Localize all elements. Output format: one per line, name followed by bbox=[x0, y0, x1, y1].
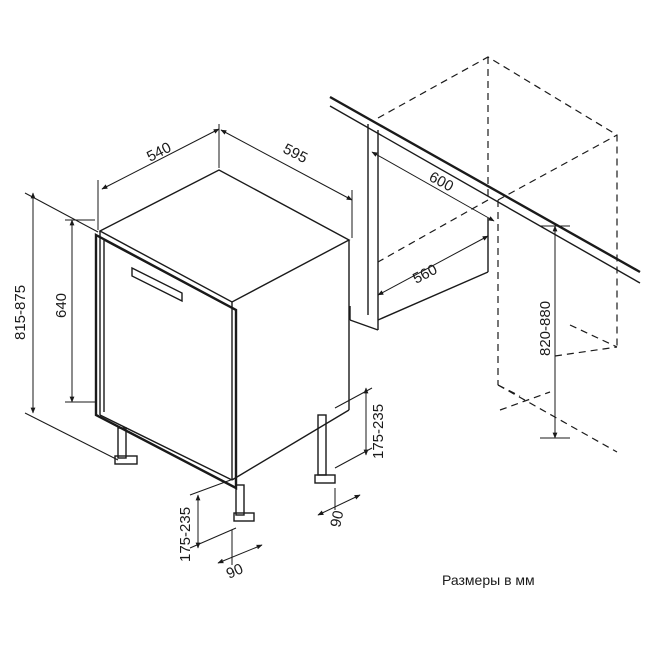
label-plinth-depth-right: 90 bbox=[327, 509, 347, 529]
dim-line-plinth-depth-left bbox=[217, 544, 263, 564]
door-handle bbox=[131, 266, 183, 303]
cabinet-side-panel bbox=[349, 124, 489, 331]
label-595: 595 bbox=[280, 140, 310, 167]
niche-outline-dashed bbox=[377, 56, 618, 453]
label-plinth-height-left: 175-235 bbox=[177, 507, 194, 562]
label-640: 640 bbox=[53, 293, 70, 318]
label-820-880: 820-880 bbox=[537, 301, 554, 356]
adjustable-feet bbox=[114, 414, 336, 522]
units-footnote: Размеры в мм bbox=[442, 572, 535, 588]
dim-line-540 bbox=[101, 128, 220, 190]
dishwasher-body bbox=[94, 169, 351, 522]
countertop-back-edge bbox=[329, 105, 641, 284]
label-plinth-height-right: 175-235 bbox=[370, 404, 387, 459]
label-540: 540 bbox=[144, 139, 174, 166]
dim-line-595 bbox=[220, 129, 353, 201]
cabinet-niche bbox=[329, 56, 641, 453]
dim-line-560 bbox=[377, 235, 489, 296]
label-600: 600 bbox=[426, 169, 456, 196]
label-plinth-depth-left: 90 bbox=[224, 560, 246, 582]
dishwasher-top-face bbox=[98, 169, 351, 303]
dim-line-600 bbox=[371, 151, 495, 222]
dim-line-plinth-depth-right bbox=[317, 494, 361, 516]
countertop-front-edge bbox=[329, 95, 641, 274]
label-815-875: 815-875 bbox=[12, 285, 29, 340]
label-560: 560 bbox=[410, 261, 440, 288]
